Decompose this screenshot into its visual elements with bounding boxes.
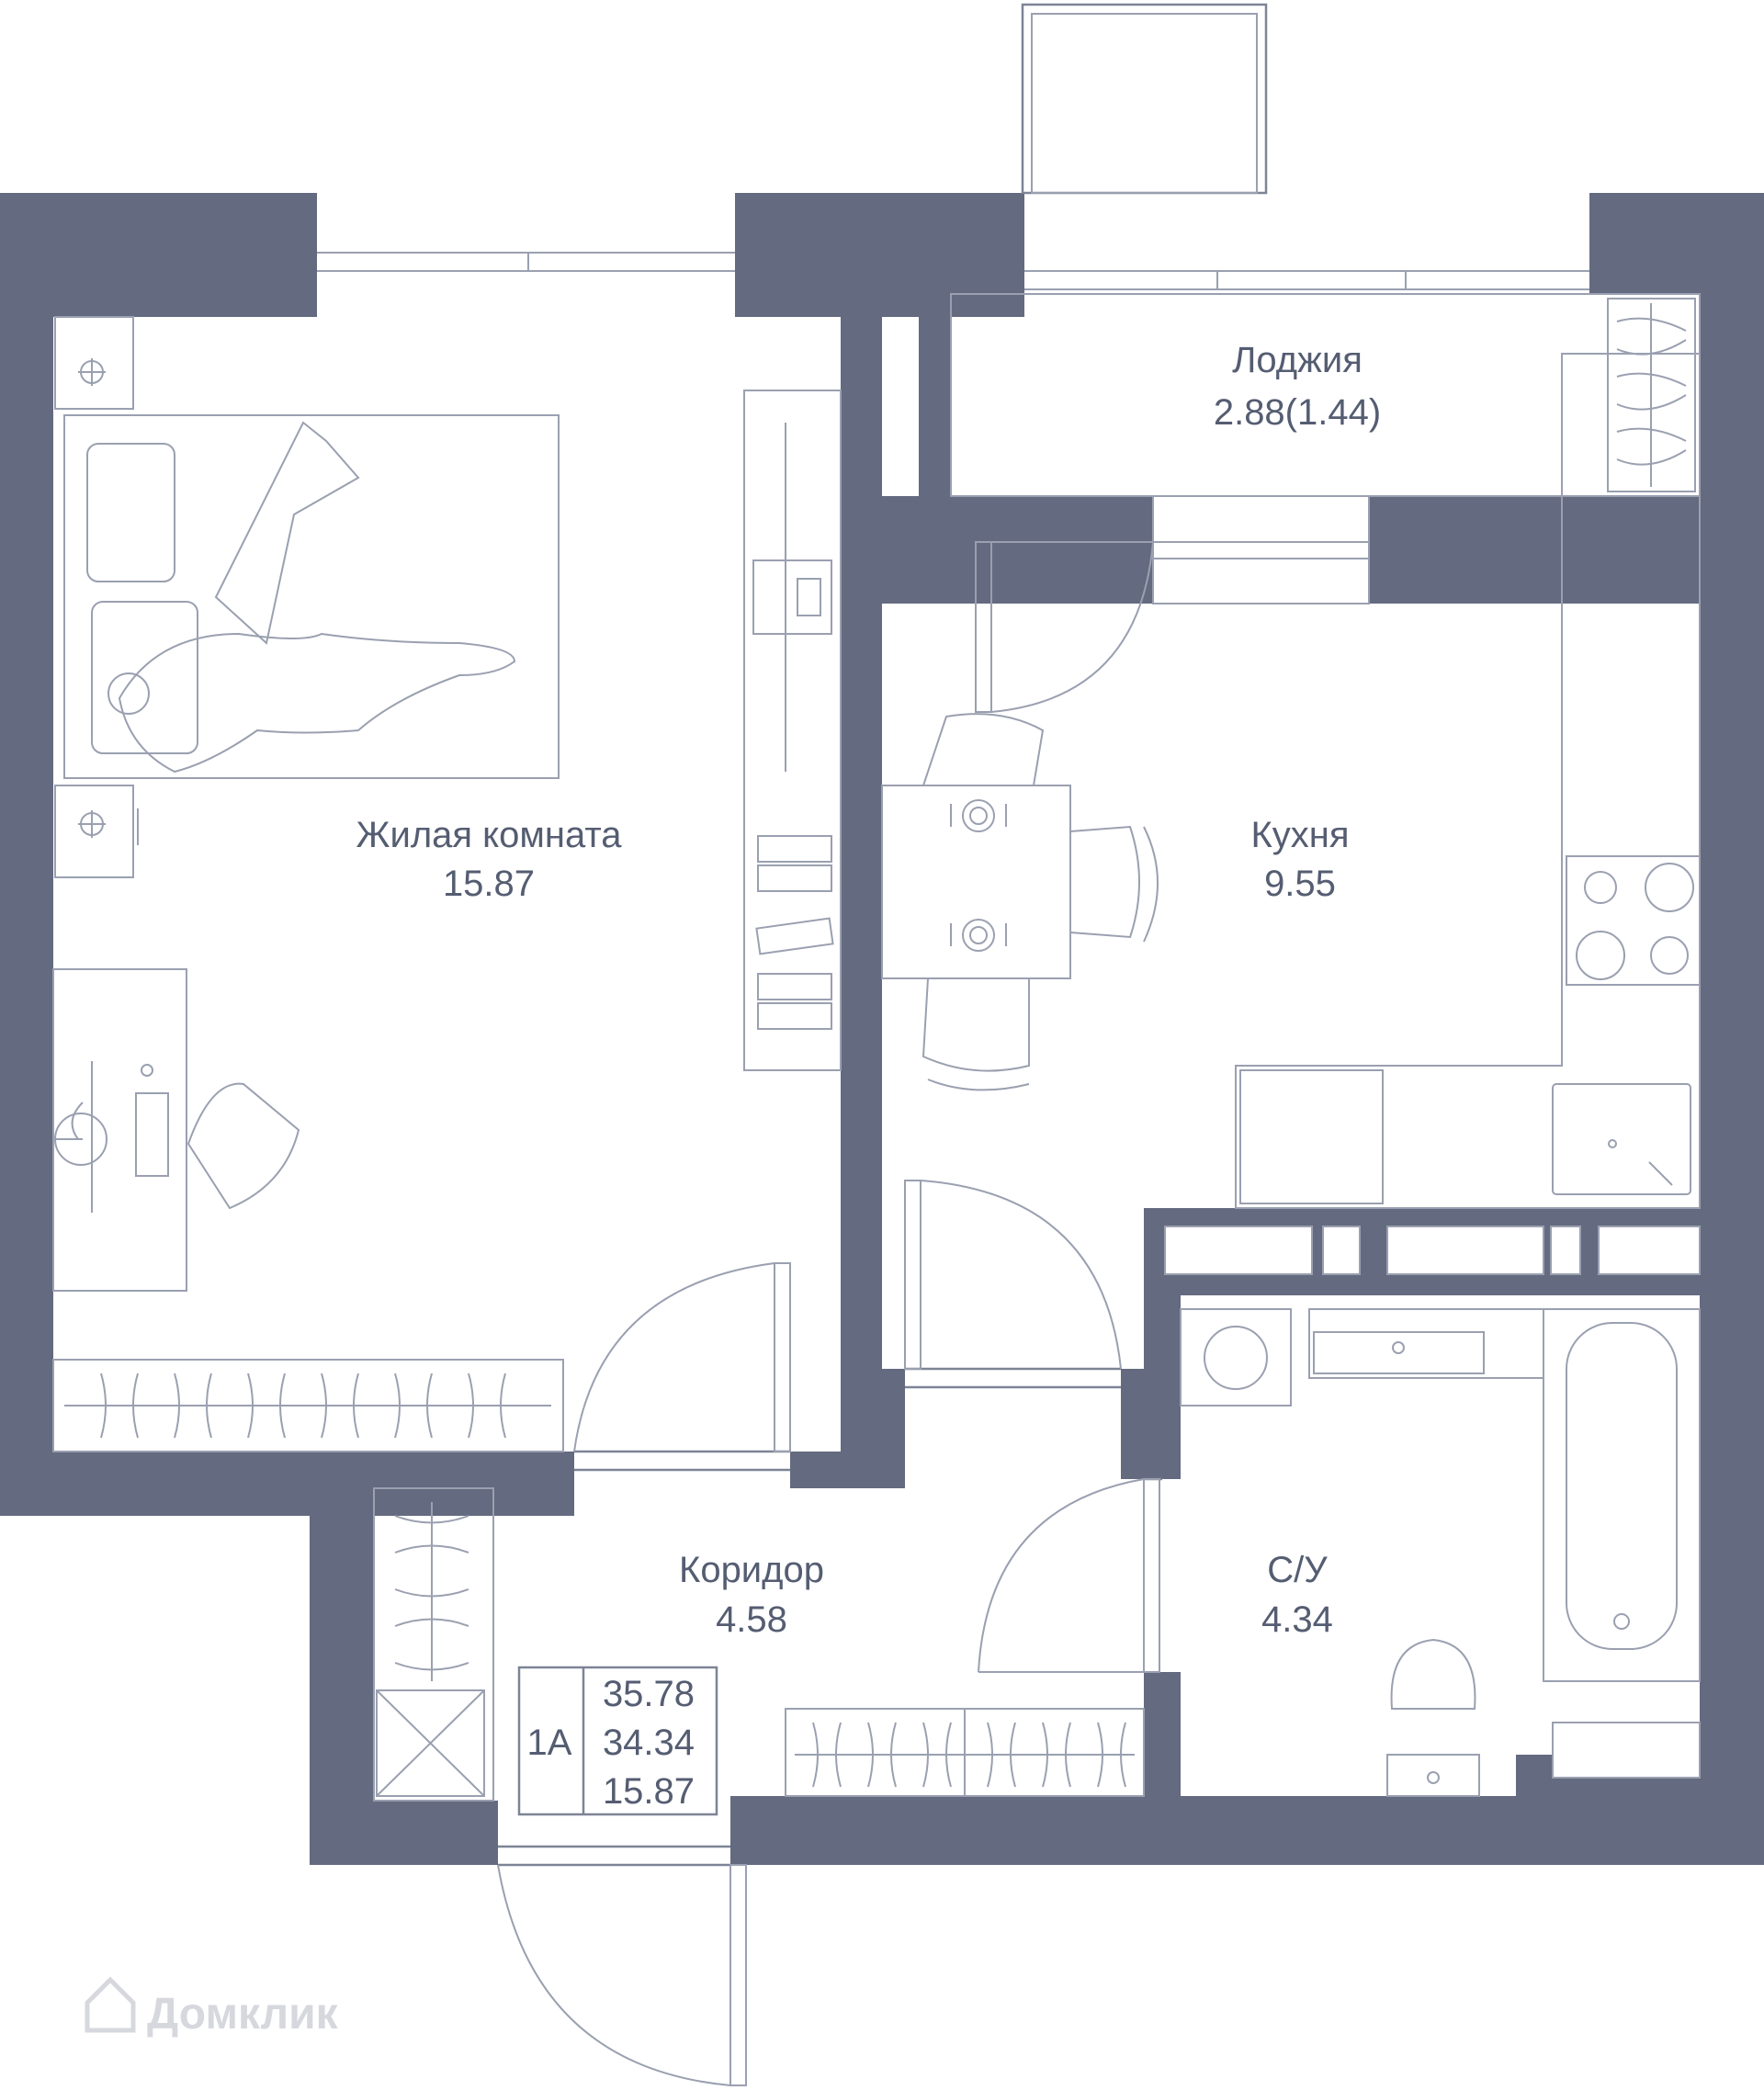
- watermark-text: Домклик: [147, 1990, 339, 2039]
- apartment-summary: [517, 1666, 718, 1816]
- kitchen-name: Кухня: [1250, 815, 1349, 855]
- living-room-name: Жилая комната: [356, 815, 623, 855]
- balcony-outline: [1021, 3, 1268, 195]
- bathroom-name: С/У: [1267, 1550, 1328, 1590]
- bed: [63, 414, 560, 845]
- ventilation-shafts: [1164, 1226, 1701, 1779]
- drying-rack-icon: [1607, 298, 1696, 492]
- walls: [0, 193, 1764, 1865]
- wardrobe-living: [52, 1359, 564, 1452]
- total-area: 35.78: [603, 1674, 695, 1714]
- watermark: Домклик: [85, 1976, 339, 2039]
- kitchen-area: 9.55: [1264, 864, 1336, 904]
- loggia-area: 2.88(1.44): [1214, 392, 1381, 433]
- corridor-name: Коридор: [679, 1550, 824, 1590]
- windows: [317, 193, 1589, 604]
- loggia-name: Лоджия: [1232, 340, 1363, 380]
- dining-table: [881, 713, 1159, 1091]
- living-room-area: 15.87: [443, 864, 535, 904]
- corridor-wardrobe: [373, 1487, 494, 1802]
- corridor-area: 4.58: [716, 1599, 787, 1640]
- tv-stand: [743, 390, 842, 1071]
- bathroom-area: 4.34: [1261, 1599, 1333, 1640]
- living-area: 15.87: [603, 1771, 695, 1812]
- shoe-cabinet: [785, 1708, 1145, 1797]
- area-without-loggia: 34.34: [603, 1723, 695, 1763]
- house-icon: [85, 1976, 136, 2033]
- bathroom-fixtures: [1180, 1308, 1701, 1797]
- desk: [52, 968, 300, 1292]
- doors: [497, 541, 1162, 2086]
- kitchen-counter: [1235, 353, 1701, 1209]
- apartment-type: 1А: [527, 1723, 572, 1763]
- bedside-tables: [54, 316, 134, 878]
